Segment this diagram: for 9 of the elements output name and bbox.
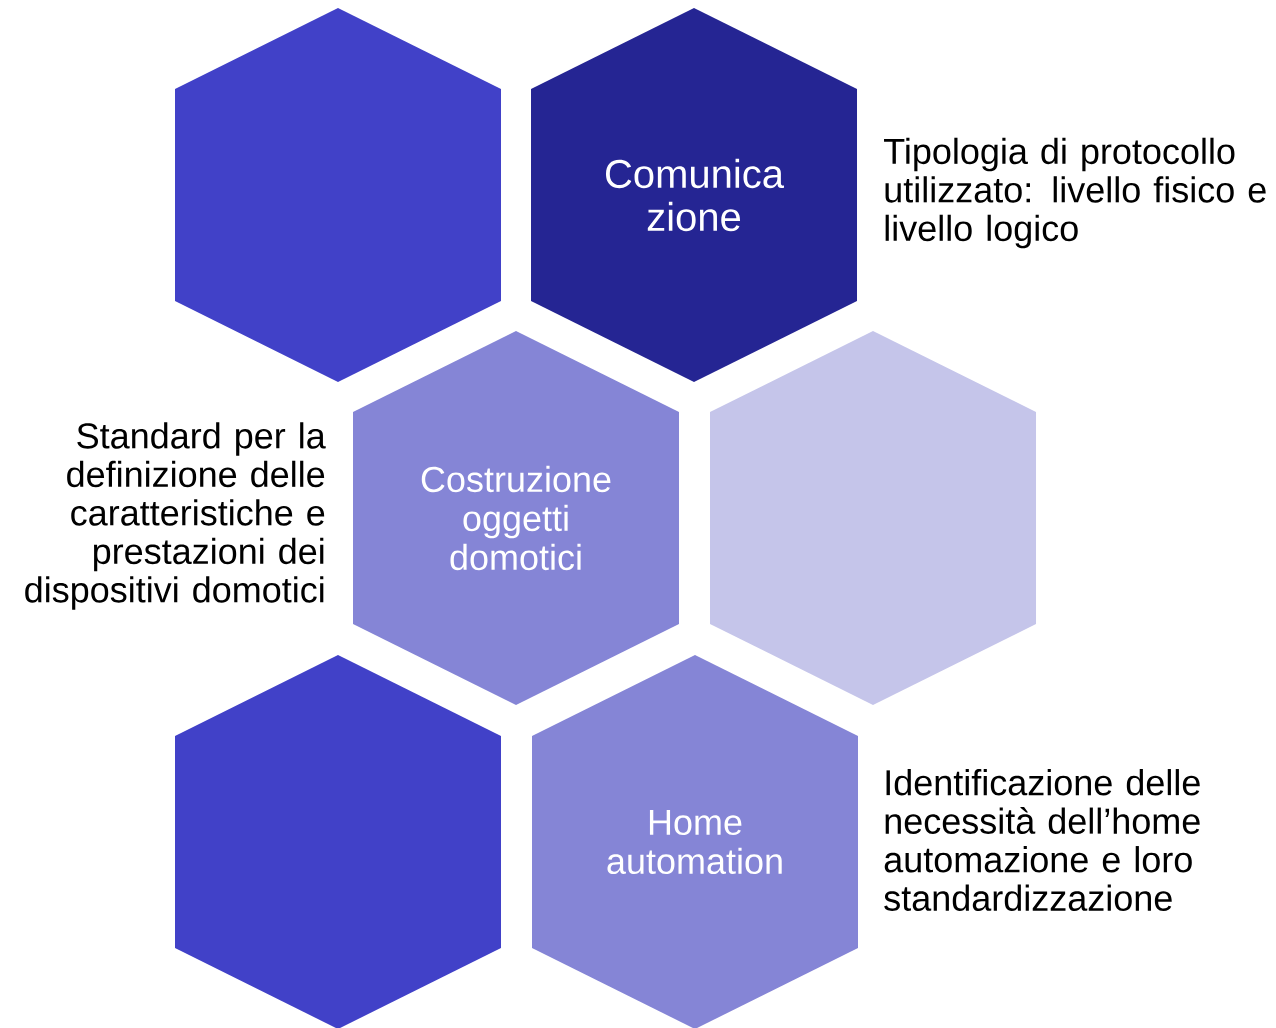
side-text: Standard per la definizione delle caratteristiche e prestazioni dei dispositivi domotici [25, 422, 326, 610]
hexagon [175, 655, 501, 1028]
hexagon [710, 331, 1036, 705]
side-text: Identificazione delle necessità dell’home automazione e loro standardizzazione [884, 769, 1200, 911]
hexagon: Comunica zione [531, 8, 857, 382]
side-text: Tipologia di protocollo utilizzato: livello fisico e livello logico [884, 137, 1266, 249]
hexagon: Costruzione oggetti domotici [353, 331, 679, 705]
hexagon [175, 8, 501, 382]
hexagon: Home automation [532, 655, 858, 1028]
